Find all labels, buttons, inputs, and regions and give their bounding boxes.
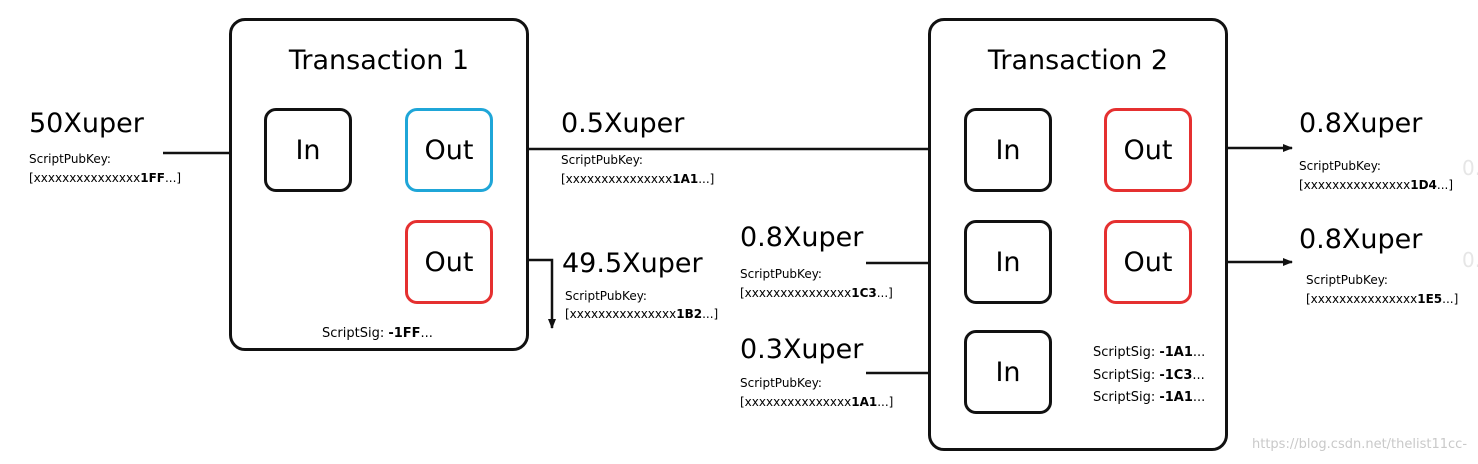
tx1-script-sig: ScriptSig: -1FF... xyxy=(322,326,433,341)
output-05-spk-value: [xxxxxxxxxxxxxxx1A1...] xyxy=(561,172,715,186)
input-08-amount: 0.8Xuper xyxy=(740,222,864,253)
tx1-out-node-blue: Out xyxy=(405,108,493,192)
output-08a-spk-value: [xxxxxxxxxxxxxxx1D4...] xyxy=(1299,178,1454,192)
input-08-spk-label: ScriptPubKey: xyxy=(740,267,822,281)
faded-edge-top: 0. xyxy=(1462,156,1478,180)
output-08b-spk-value: [xxxxxxxxxxxxxxx1E5...] xyxy=(1306,292,1459,306)
tx2-out-node-2: Out xyxy=(1104,220,1192,304)
output-08a-amount: 0.8Xuper xyxy=(1299,108,1423,139)
output-495-spk-label: ScriptPubKey: xyxy=(565,289,647,303)
tx2-script-sig-3: ScriptSig: -1A1... xyxy=(1093,390,1206,405)
tx2-in-node-1: In xyxy=(964,108,1052,192)
output-05-amount: 0.5Xuper xyxy=(561,108,685,139)
output-05-spk-label: ScriptPubKey: xyxy=(561,153,643,167)
tx2-in-node-2: In xyxy=(964,220,1052,304)
tx1-in-node: In xyxy=(264,108,352,192)
tx1-out-node-red: Out xyxy=(405,220,493,304)
input-03-amount: 0.3Xuper xyxy=(740,334,864,365)
output-495-spk-value: [xxxxxxxxxxxxxxx1B2...] xyxy=(565,307,719,321)
transaction-2-title: Transaction 2 xyxy=(987,45,1169,76)
input-50-spk-label: ScriptPubKey: xyxy=(29,152,111,166)
input-08-spk-value: [xxxxxxxxxxxxxxx1C3...] xyxy=(740,286,893,300)
watermark-url: https://blog.csdn.net/thelist11cc- xyxy=(1252,437,1468,452)
output-08b-amount: 0.8Xuper xyxy=(1299,224,1423,255)
input-50-amount: 50Xuper xyxy=(29,108,144,139)
faded-edge-bottom: 0. xyxy=(1462,248,1478,272)
tx2-out-node-1: Out xyxy=(1104,108,1192,192)
tx2-script-sig-2: ScriptSig: -1C3... xyxy=(1093,368,1205,383)
input-03-spk-value: [xxxxxxxxxxxxxxx1A1...] xyxy=(740,395,894,409)
output-495-amount: 49.5Xuper xyxy=(562,248,703,279)
output-08a-spk-label: ScriptPubKey: xyxy=(1299,159,1381,173)
input-50-spk-value: [xxxxxxxxxxxxxxx1FF...] xyxy=(29,171,182,185)
tx2-in-node-3: In xyxy=(964,330,1052,414)
transaction-1-title: Transaction 1 xyxy=(288,45,470,76)
output-08b-spk-label: ScriptPubKey: xyxy=(1306,273,1388,287)
input-03-spk-label: ScriptPubKey: xyxy=(740,376,822,390)
tx2-script-sig-1: ScriptSig: -1A1... xyxy=(1093,345,1206,360)
